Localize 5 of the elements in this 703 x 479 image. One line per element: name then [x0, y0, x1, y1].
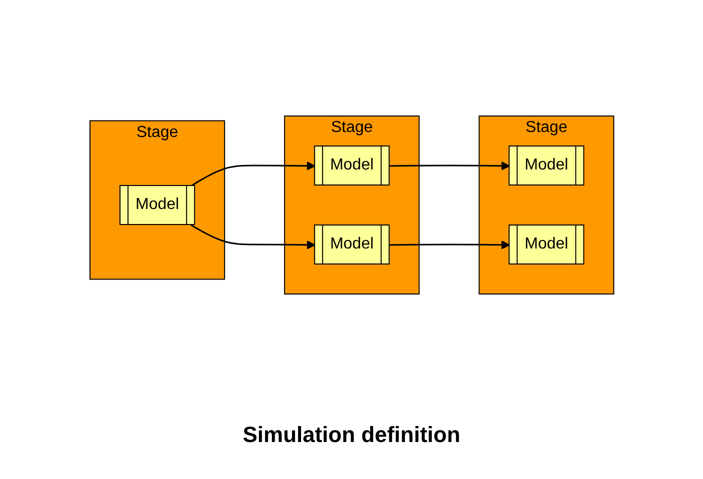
arrow	[389, 161, 510, 170]
arrow	[190, 224, 316, 250]
arrow	[389, 240, 510, 250]
arrow	[190, 161, 316, 187]
caption: Simulation definition	[242, 422, 460, 448]
